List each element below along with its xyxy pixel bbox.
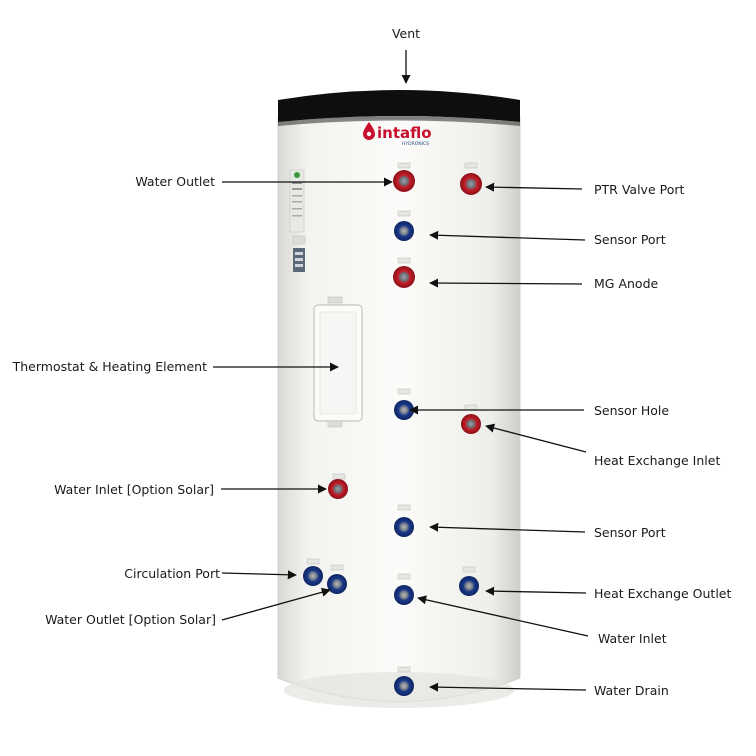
- brand-logo: intaflo HYDRONICS: [363, 122, 432, 147]
- arrow-heat-exchange-inlet: [485, 423, 587, 453]
- label-water-drain: Water Drain: [594, 683, 669, 698]
- port-ptr-valve: [460, 173, 482, 195]
- port-sensor-hole: [394, 400, 414, 420]
- label-mg-anode: MG Anode: [594, 276, 659, 291]
- brand-name: intaflo: [377, 124, 432, 142]
- port-sensor-1: [394, 221, 414, 241]
- arrow-sensor-port-2: [429, 522, 586, 533]
- label-sensor-hole: Sensor Hole: [594, 403, 669, 418]
- port-water-outlet-solar: [327, 574, 347, 594]
- arrow-mg-anode: [429, 278, 583, 288]
- port-water-inlet-solar: [328, 479, 348, 499]
- label-heat-exchange-outlet: Heat Exchange Outlet: [594, 586, 732, 601]
- label-circulation-port: Circulation Port: [124, 566, 220, 581]
- port-heat-exchange-inlet: [461, 414, 481, 434]
- tank: intaflo HYDRONICS: [277, 90, 521, 708]
- arrow-circulation-port: [221, 570, 297, 580]
- label-ptr-valve-port: PTR Valve Port: [594, 182, 684, 197]
- label-sensor-port-1: Sensor Port: [594, 232, 666, 247]
- label-vent: Vent: [392, 26, 420, 41]
- label-sensor-port-2: Sensor Port: [594, 525, 666, 540]
- port-mg-anode: [393, 266, 415, 288]
- ports: [303, 170, 482, 696]
- side-stickers: [289, 169, 306, 272]
- arrow-heat-exchange-outlet: [485, 586, 587, 596]
- port-water-inlet: [394, 585, 414, 605]
- port-circulation: [303, 566, 323, 586]
- label-water-inlet: Water Inlet: [598, 631, 667, 646]
- label-thermostat: Thermostat & Heating Element: [12, 359, 207, 374]
- arrow-ptr-valve-port: [485, 182, 583, 192]
- arrow-sensor-port-1: [429, 230, 586, 241]
- port-water-outlet: [393, 170, 415, 192]
- thermostat-cover: [313, 296, 363, 428]
- port-water-drain: [394, 676, 414, 696]
- label-water-outlet-solar: Water Outlet [Option Solar]: [45, 612, 216, 627]
- port-sensor-2: [394, 517, 414, 537]
- arrow-water-outlet-solar: [221, 587, 331, 621]
- logo-drop-icon: [363, 122, 375, 140]
- brand-sub: HYDRONICS: [402, 141, 429, 147]
- arrow-water-drain: [429, 682, 587, 692]
- tank-cap: [278, 90, 520, 122]
- label-water-outlet: Water Outlet: [135, 174, 215, 189]
- labels: Vent Water Outlet PTR Valve Port Sensor …: [12, 26, 732, 698]
- port-heat-exchange-outlet: [459, 576, 479, 596]
- label-heat-exchange-inlet: Heat Exchange Inlet: [594, 453, 720, 468]
- arrow-water-inlet: [417, 595, 589, 637]
- label-water-inlet-solar: Water Inlet [Option Solar]: [54, 482, 214, 497]
- port-tags: [306, 162, 478, 673]
- arrows: [213, 50, 589, 692]
